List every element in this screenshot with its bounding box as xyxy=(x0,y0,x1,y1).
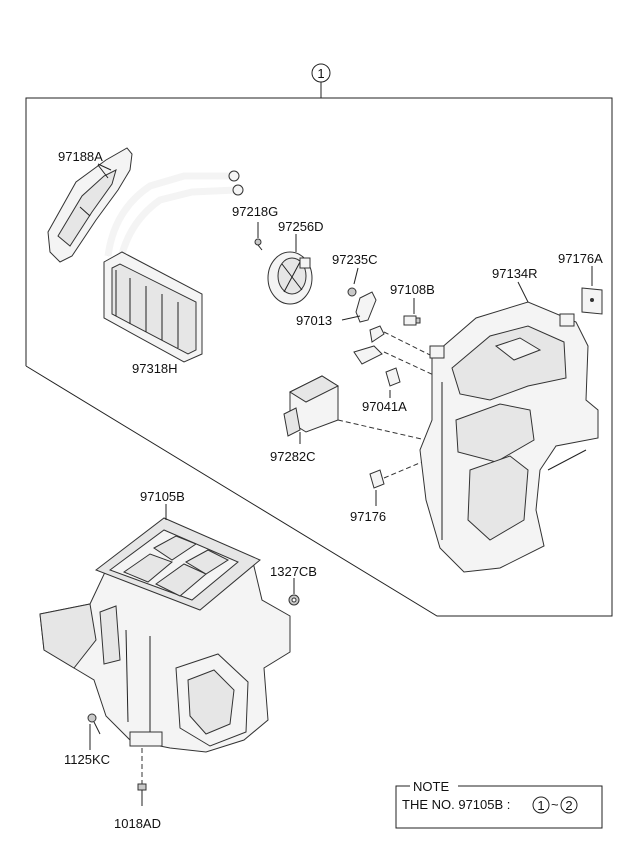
label-97013: 97013 xyxy=(296,313,332,328)
label-97188a: 97188A xyxy=(58,149,103,164)
heater-core-97318h xyxy=(103,170,244,363)
note-title: NOTE xyxy=(413,779,449,794)
screw-1018ad xyxy=(137,748,147,806)
label-97318h: 97318H xyxy=(132,361,178,376)
label-97176: 97176 xyxy=(350,509,386,524)
note-to: 2 xyxy=(565,798,572,813)
note-sep: ~ xyxy=(551,797,559,812)
lever-97013 xyxy=(341,291,377,323)
callout-1-text: 1 xyxy=(317,66,324,81)
link-97041a xyxy=(385,367,401,398)
label-97134r: 97134R xyxy=(492,266,538,281)
label-1327cb: 1327CB xyxy=(270,564,317,579)
actuator-97282c xyxy=(283,375,427,444)
label-1018ad: 1018AD xyxy=(114,816,161,831)
label-97218g: 97218G xyxy=(232,204,278,219)
actuator-97256d xyxy=(267,234,313,305)
label-97108b: 97108B xyxy=(390,282,435,297)
screw-97218g xyxy=(254,222,263,251)
clip-97108b xyxy=(403,298,421,326)
label-97282c: 97282C xyxy=(270,449,316,464)
case-97105b xyxy=(39,517,291,753)
label-97176a: 97176A xyxy=(558,251,603,266)
nut-97235c xyxy=(347,267,359,297)
bracket-97188a xyxy=(47,147,133,263)
label-97256d: 97256D xyxy=(278,219,324,234)
note-from: 1 xyxy=(537,798,544,813)
note-box: NOTE THE NO. 97105B : 1 ~ 2 xyxy=(395,779,603,829)
label-97041a: 97041A xyxy=(362,399,407,414)
callout-1-top: 1 xyxy=(311,63,331,98)
case-97134r xyxy=(419,301,599,573)
label-97105b: 97105B xyxy=(140,489,185,504)
clip-97176 xyxy=(369,461,423,506)
note-text: THE NO. 97105B : xyxy=(402,797,510,812)
screw-1125kc xyxy=(87,713,101,750)
label-1125kc: 1125KC xyxy=(64,752,110,767)
pad-97176a xyxy=(581,266,603,315)
label-97235c: 97235C xyxy=(332,252,378,267)
nut-1327cb xyxy=(288,578,300,606)
assembly-bracket xyxy=(25,97,613,617)
